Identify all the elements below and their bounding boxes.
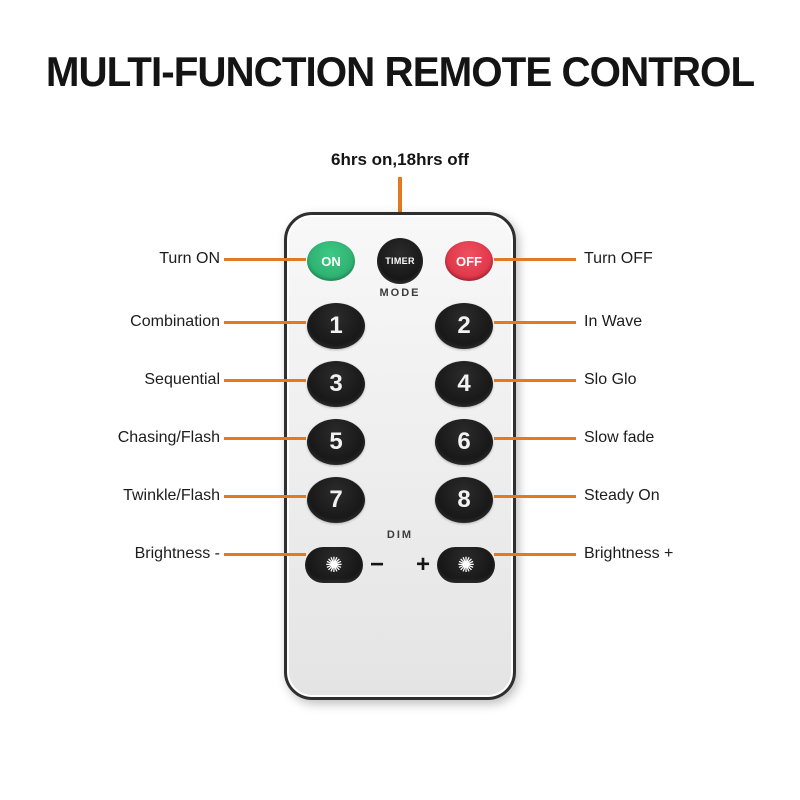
callout-brightness-minus: Brightness -	[134, 545, 220, 562]
callout-line	[494, 553, 576, 556]
minus-sign: −	[369, 551, 384, 578]
callout-line	[494, 437, 576, 440]
on-button[interactable]: ON	[307, 241, 355, 281]
sun-icon: ✺	[325, 553, 343, 577]
mode-button-8[interactable]: 8	[435, 477, 493, 523]
brightness-down-button[interactable]: ✺	[304, 547, 363, 583]
callout-line	[224, 379, 306, 382]
callout-line	[224, 437, 306, 440]
callout-in-wave: In Wave	[584, 313, 643, 330]
remote-control: ON TIMER OFF MODE 1 2 3 4 5 6 7 8 DIM ✺ …	[284, 212, 516, 700]
callout-sequential: Sequential	[144, 371, 220, 388]
mode-button-7[interactable]: 7	[307, 477, 365, 523]
callout-turn-off: Turn OFF	[584, 250, 653, 267]
callout-combination: Combination	[130, 313, 220, 330]
mode-button-1[interactable]: 1	[307, 303, 365, 349]
mode-button-5[interactable]: 5	[307, 419, 365, 465]
callout-line	[224, 495, 306, 498]
sun-icon: ✺	[457, 553, 475, 577]
mode-button-2[interactable]: 2	[435, 303, 493, 349]
off-button[interactable]: OFF	[445, 241, 493, 281]
callout-slo-glo: Slo Glo	[584, 371, 637, 388]
callout-line	[494, 379, 576, 382]
callout-line	[224, 553, 306, 556]
dim-label: DIM	[386, 529, 414, 541]
mode-button-3[interactable]: 3	[307, 361, 365, 407]
mode-label: MODE	[379, 287, 421, 299]
callout-line	[224, 321, 306, 324]
mode-button-6[interactable]: 6	[435, 419, 493, 465]
callout-line	[224, 258, 306, 261]
timer-annotation: 6hrs on,18hrs off	[331, 150, 469, 169]
page-title: MULTI-FUNCTION REMOTE CONTROL	[45, 48, 755, 95]
callout-line	[494, 321, 576, 324]
dim-row: ✺ − + ✺	[287, 545, 513, 585]
callout-turn-on: Turn ON	[159, 250, 220, 267]
callout-chasing-flash: Chasing/Flash	[117, 429, 220, 446]
callout-line	[494, 258, 576, 261]
callout-steady-on: Steady On	[584, 487, 660, 504]
callout-brightness-plus: Brightness +	[584, 545, 674, 562]
timer-button[interactable]: TIMER	[377, 238, 423, 284]
mode-button-4[interactable]: 4	[435, 361, 493, 407]
callout-line	[494, 495, 576, 498]
timer-callout-line	[398, 177, 402, 239]
callout-twinkle-flash: Twinkle/Flash	[123, 487, 220, 504]
callout-slow-fade: Slow fade	[584, 429, 655, 446]
plus-sign: +	[416, 551, 431, 578]
brightness-up-button[interactable]: ✺	[437, 547, 496, 583]
